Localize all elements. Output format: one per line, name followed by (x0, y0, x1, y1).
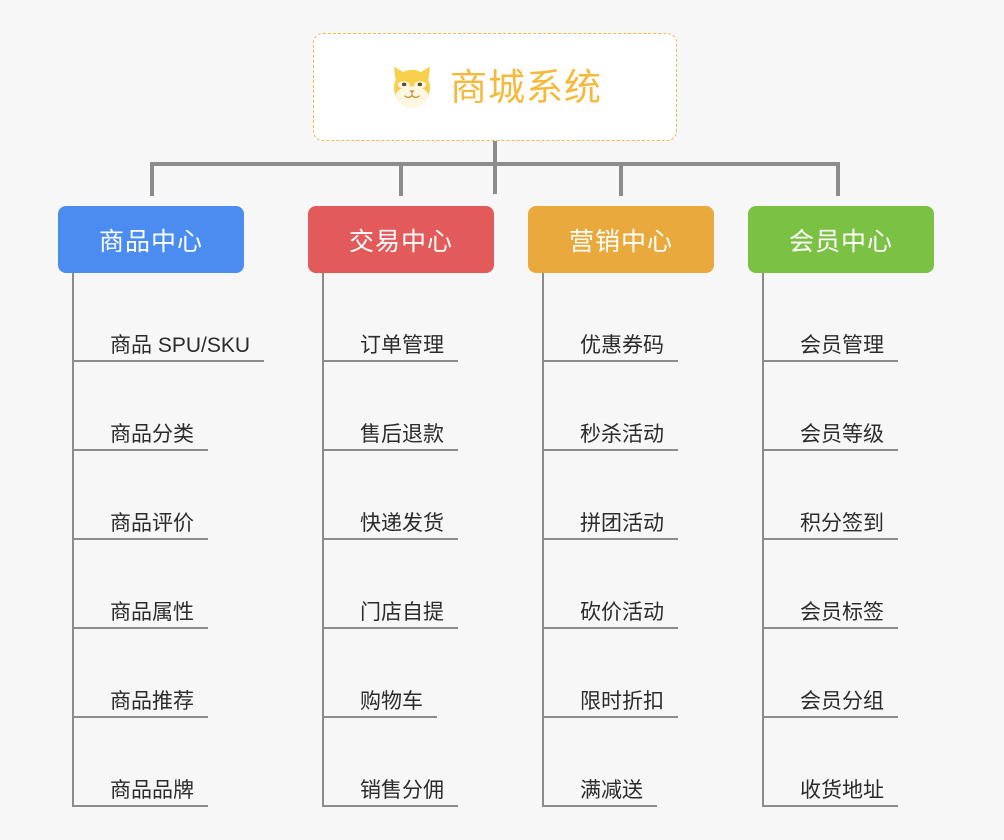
leaf-item-label: 快递发货 (360, 511, 444, 535)
leaf-item[interactable]: 优惠券码 (542, 320, 678, 362)
category-box-2[interactable]: 交易中心 (308, 206, 494, 273)
leaf-item[interactable]: 收货地址 (762, 765, 898, 807)
leaf-item-label: 商品分类 (110, 422, 194, 446)
leaf-item[interactable]: 商品 SPU/SKU (72, 320, 265, 362)
leaf-item-label: 砍价活动 (580, 600, 664, 624)
leaf-item[interactable]: 销售分佣 (322, 765, 458, 807)
category-label-4: 会员中心 (788, 227, 893, 256)
leaf-item[interactable]: 订单管理 (322, 320, 458, 362)
leaf-item[interactable]: 砍价活动 (542, 587, 678, 629)
leaf-item-label: 销售分佣 (360, 778, 444, 802)
leaf-item-label: 拼团活动 (580, 511, 664, 535)
leaf-item[interactable]: 拼团活动 (542, 498, 678, 540)
leaf-item-label: 秒杀活动 (580, 422, 664, 446)
leaf-item[interactable]: 会员分组 (762, 676, 898, 718)
leaf-item-label: 订单管理 (360, 333, 444, 357)
leaf-item[interactable]: 购物车 (322, 676, 437, 718)
leaf-item[interactable]: 商品分类 (72, 409, 208, 451)
connector-drop-1 (150, 164, 154, 196)
connector-horizontal-bus (150, 162, 840, 166)
leaf-item-label: 商品属性 (110, 600, 194, 624)
connector-drop-2 (399, 164, 403, 196)
leaf-item-label: 商品评价 (110, 511, 194, 535)
leaf-item[interactable]: 会员等级 (762, 409, 898, 451)
leaf-item[interactable]: 门店自提 (322, 587, 458, 629)
leaf-item[interactable]: 商品推荐 (72, 676, 208, 718)
category-box-4[interactable]: 会员中心 (748, 206, 934, 273)
leaf-item[interactable]: 满减送 (542, 765, 657, 807)
connector-root-stem (493, 141, 497, 194)
leaf-item[interactable]: 会员标签 (762, 587, 898, 629)
leaf-spine-2 (322, 273, 324, 807)
shiba-dog-face-icon (394, 66, 430, 108)
leaf-item[interactable]: 商品品牌 (72, 765, 208, 807)
leaf-item-label: 限时折扣 (580, 689, 664, 713)
leaf-item[interactable]: 限时折扣 (542, 676, 678, 718)
category-box-3[interactable]: 营销中心 (528, 206, 714, 273)
leaf-item-label: 售后退款 (360, 422, 444, 446)
leaf-item-label: 商品推荐 (110, 689, 194, 713)
leaf-item-label: 会员管理 (800, 333, 884, 357)
leaf-item[interactable]: 积分签到 (762, 498, 898, 540)
leaf-spine-4 (762, 273, 764, 807)
leaf-item-label: 商品品牌 (110, 778, 194, 802)
leaf-item[interactable]: 商品评价 (72, 498, 208, 540)
category-label-1: 商品中心 (98, 227, 203, 256)
category-label-3: 营销中心 (568, 227, 673, 256)
leaf-item[interactable]: 快递发货 (322, 498, 458, 540)
leaf-item-label: 满减送 (580, 778, 643, 802)
leaf-item-label: 优惠券码 (580, 333, 664, 357)
leaf-item[interactable]: 商品属性 (72, 587, 208, 629)
leaf-spine-1 (72, 273, 74, 807)
root-node-title: 商城系统 (450, 66, 602, 108)
leaf-item[interactable]: 售后退款 (322, 409, 458, 451)
leaf-item[interactable]: 会员管理 (762, 320, 898, 362)
leaf-item-label: 会员分组 (800, 689, 884, 713)
category-label-2: 交易中心 (348, 227, 453, 256)
leaf-item-label: 会员等级 (800, 422, 884, 446)
leaf-item[interactable]: 秒杀活动 (542, 409, 678, 451)
root-node-mall-system[interactable]: 商城系统 (313, 33, 677, 141)
leaf-item-label: 收货地址 (800, 778, 884, 802)
leaf-item-label: 购物车 (360, 689, 423, 713)
category-box-1[interactable]: 商品中心 (58, 206, 244, 273)
leaf-spine-3 (542, 273, 544, 807)
connector-drop-4 (836, 164, 840, 196)
leaf-item-label: 门店自提 (360, 600, 444, 624)
connector-drop-3 (619, 164, 623, 196)
leaf-item-label: 商品 SPU/SKU (110, 333, 251, 357)
leaf-item-label: 会员标签 (800, 600, 884, 624)
leaf-item-label: 积分签到 (800, 511, 884, 535)
